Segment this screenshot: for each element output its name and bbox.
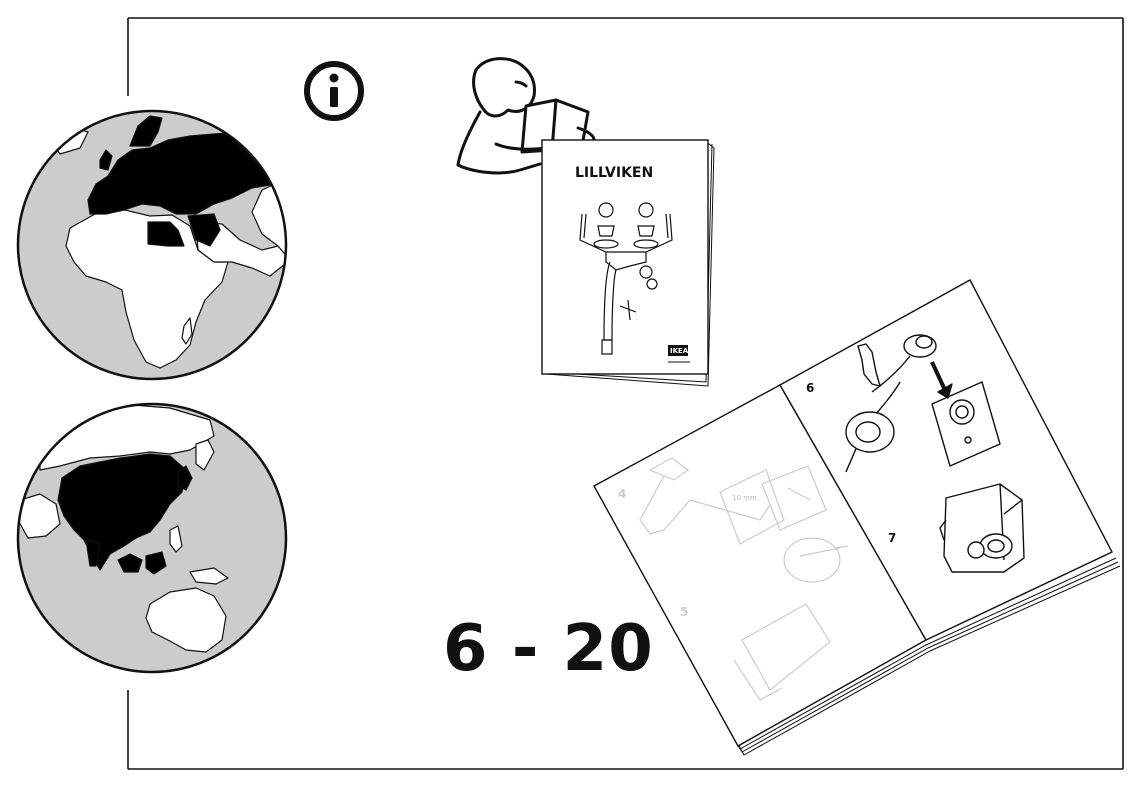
step-number-4: 4	[618, 487, 626, 501]
page-border	[127, 17, 1124, 770]
svg-text:IKEA: IKEA	[670, 347, 689, 355]
booklet-title: LILLVIKEN	[575, 165, 653, 181]
globe-europe-africa-icon	[16, 109, 288, 381]
info-icon	[304, 61, 364, 121]
step-number-5: 5	[680, 605, 688, 619]
page-range: 6 - 20	[443, 612, 654, 686]
ikea-logo: IKEA	[668, 345, 690, 363]
step-number-7: 7	[888, 531, 896, 545]
dimension-label: 10 mm	[732, 494, 757, 502]
step-6-drawing	[845, 334, 1001, 473]
open-manual: 4 5 10 mm 6	[593, 279, 1121, 756]
closed-booklet: LILLVIKEN IKEA	[541, 139, 715, 387]
step-number-6: 6	[806, 381, 814, 395]
faint-page-content	[639, 457, 849, 701]
sink-drain-drawing	[579, 202, 673, 355]
step-7-drawing	[939, 483, 1025, 573]
globe-asia-oceania-icon	[16, 402, 288, 674]
